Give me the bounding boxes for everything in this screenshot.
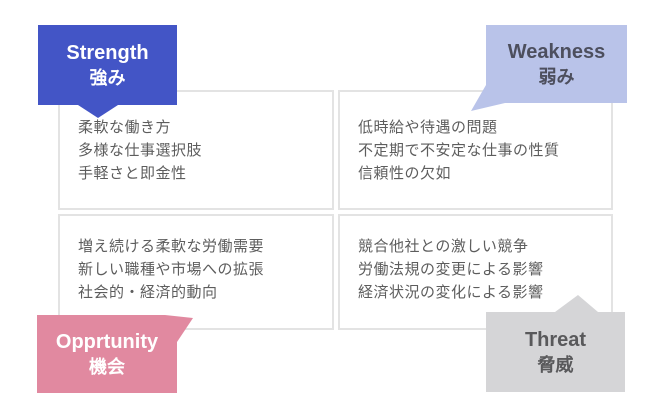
opportunity-badge-ribbon-shape <box>37 315 193 393</box>
weakness-item: 低時給や待遇の問題 <box>358 119 498 136</box>
threat-item: 競合他社との激しい競争 <box>358 238 529 255</box>
strength-item: 多様な仕事選択肢 <box>78 142 203 159</box>
threat-badge-ribbon-shape <box>486 295 625 392</box>
threat-item: 経済状況の変化による影響 <box>358 284 544 301</box>
opportunity-item: 新しい職種や市場への拡張 <box>78 261 265 278</box>
strength-item: 手軽さと即金性 <box>78 165 187 182</box>
weakness-quadrant-box: 低時給や待遇の問題 不定期で不安定な仕事の性質 信頼性の欠如 <box>338 90 613 210</box>
opportunity-item: 増え続ける柔軟な労働需要 <box>78 238 265 255</box>
weakness-badge: Weakness 弱み <box>471 25 627 115</box>
threat-badge: Threat 脅威 <box>486 295 625 392</box>
strength-badge-ribbon-shape <box>38 25 177 118</box>
strength-badge: Strength 強み <box>38 25 177 120</box>
weakness-item: 信頼性の欠如 <box>358 165 452 182</box>
weakness-badge-ribbon-shape <box>471 25 627 111</box>
threat-item: 労働法規の変更による影響 <box>358 261 544 278</box>
opportunity-badge: Opprtunity 機会 <box>37 315 195 393</box>
opportunity-quadrant-box: 増え続ける柔軟な労働需要 新しい職種や市場への拡張 社会的・経済的動向 <box>58 214 334 330</box>
weakness-item: 不定期で不安定な仕事の性質 <box>358 142 560 159</box>
opportunity-item: 社会的・経済的動向 <box>78 284 218 301</box>
strength-item: 柔軟な働き方 <box>78 119 172 136</box>
